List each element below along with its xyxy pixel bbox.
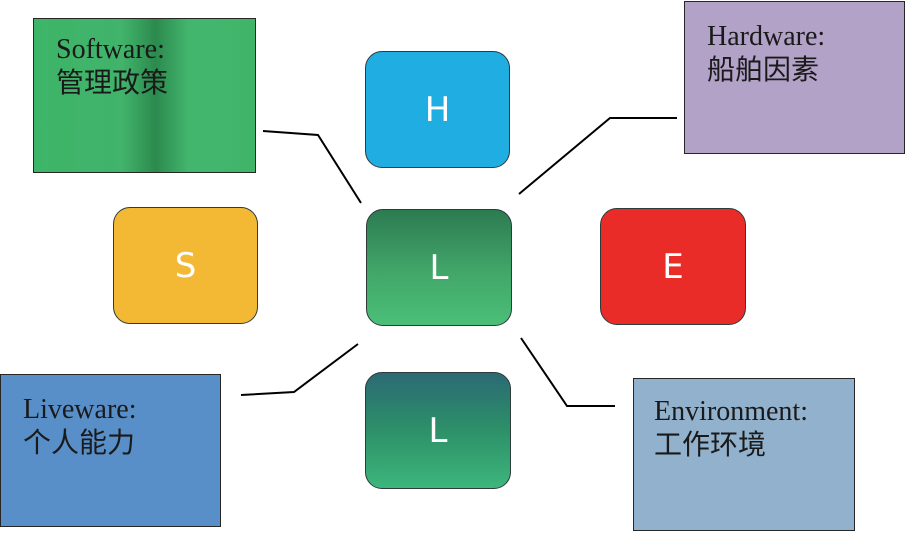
hardware-title: Hardware:: [707, 21, 826, 52]
tile-s-letter: S: [174, 245, 197, 286]
tile-hardware: H: [365, 51, 510, 168]
tile-environment: E: [600, 208, 746, 325]
liveware-title: Liveware:: [23, 394, 137, 425]
software-title: Software:: [56, 34, 165, 65]
tile-l-center-letter: L: [429, 247, 449, 288]
liveware-box: Liveware: 个人能力: [0, 374, 221, 527]
environment-box: Environment: 工作环境: [633, 378, 855, 531]
connector-hardware: [518, 117, 677, 195]
software-subtitle: 管理政策: [56, 67, 169, 99]
connector-liveware: [240, 343, 359, 396]
hardware-subtitle: 船舶因素: [707, 54, 820, 86]
environment-subtitle: 工作环境: [654, 429, 767, 461]
software-box: Software: 管理政策: [33, 18, 256, 173]
tile-l-bottom-letter: L: [428, 410, 448, 451]
tile-software: S: [113, 207, 258, 324]
environment-title: Environment:: [654, 396, 808, 427]
connector-environment: [520, 337, 615, 407]
liveware-subtitle: 个人能力: [23, 427, 136, 459]
tile-liveware-bottom: L: [365, 372, 511, 489]
tile-liveware-center: L: [366, 209, 512, 326]
connector-software: [262, 130, 362, 204]
hardware-box: Hardware: 船舶因素: [684, 1, 905, 154]
tile-e-letter: E: [662, 246, 684, 287]
tile-h-letter: H: [424, 89, 451, 130]
